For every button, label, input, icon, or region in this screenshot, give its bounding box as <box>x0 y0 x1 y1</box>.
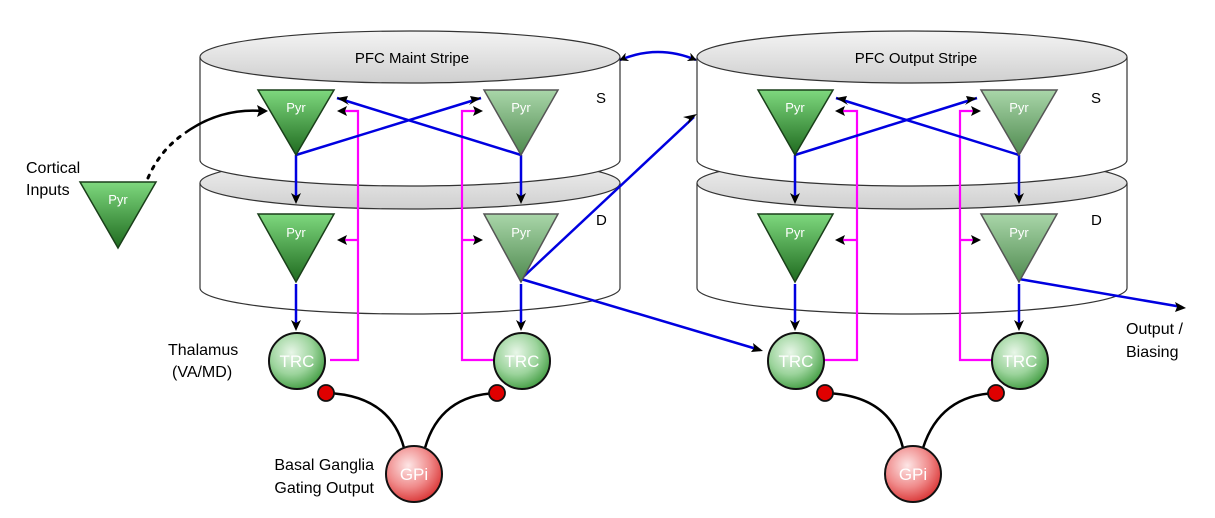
gpi-output: GPi <box>884 445 942 503</box>
loop-maint-left <box>330 109 360 362</box>
trc-output-right: TRC <box>991 332 1049 390</box>
pyr-label: Pyr <box>511 225 531 240</box>
gpi-inhibitory-projections <box>325 391 997 449</box>
loop-output-left <box>823 109 859 362</box>
trc-label: TRC <box>779 352 814 371</box>
pyr-output-deep-right: Pyr <box>979 213 1059 284</box>
thalamus-label-line1: Thalamus <box>168 342 238 359</box>
cortical-inputs-label-line1: Cortical <box>26 160 80 177</box>
pyr-label: Pyr <box>1009 100 1029 115</box>
blue-arrowheads <box>291 96 1186 352</box>
maint-stripe: PFC Maint Stripe S D <box>199 30 621 315</box>
cortical-inputs-label-line2: Inputs <box>26 182 70 199</box>
trc-output-left: TRC <box>767 332 825 390</box>
loop-maint-right <box>460 109 500 362</box>
loop-arrowheads <box>337 106 981 245</box>
cortical-input-projection <box>146 105 268 180</box>
synapse-dot <box>987 384 1005 402</box>
pyramidal-neurons: Pyr Pyr Pyr Pyr Pyr Pyr Pyr <box>78 89 1059 284</box>
gpi-label: GPi <box>899 465 927 484</box>
pyr-output-deep-left: Pyr <box>756 213 835 284</box>
pyr-cortical-input: Pyr <box>78 181 158 250</box>
stripe-link-blue <box>619 50 697 62</box>
pyr-label: Pyr <box>108 192 128 207</box>
basal-ganglia-label-line2: Gating Output <box>274 480 374 497</box>
pyr-maint-deep-left: Pyr <box>256 213 336 284</box>
synapse-dot <box>488 384 506 402</box>
pyr-label: Pyr <box>785 100 805 115</box>
blue-projections <box>294 96 1183 352</box>
gpi-label: GPi <box>400 465 428 484</box>
output-biasing-label-line1: Output / <box>1126 321 1183 338</box>
basal-ganglia-label-line1: Basal Ganglia <box>274 457 374 474</box>
gpi-nodes: GPi GPi <box>385 445 942 503</box>
pyr-label: Pyr <box>286 225 306 240</box>
inhibitory-synapses <box>317 384 1005 402</box>
output-stripe-title: PFC Output Stripe <box>855 50 978 67</box>
trc-label: TRC <box>280 352 315 371</box>
pyr-maint-superficial-left: Pyr <box>256 89 336 157</box>
pyr-label: Pyr <box>286 100 306 115</box>
pyr-label: Pyr <box>1009 225 1029 240</box>
synapse-dot <box>816 384 834 402</box>
maint-superficial-label: S <box>596 90 606 107</box>
pyr-label: Pyr <box>785 225 805 240</box>
trc-maint-left: TRC <box>268 332 326 390</box>
output-deep-label: D <box>1091 212 1102 229</box>
maint-deep-label: D <box>596 212 607 229</box>
annotation-labels: Cortical Inputs Thalamus (VA/MD) Basal G… <box>26 160 1183 497</box>
thalamus-label-line2: (VA/MD) <box>172 364 232 381</box>
pyr-label: Pyr <box>511 100 531 115</box>
pyr-output-superficial-right: Pyr <box>979 89 1059 157</box>
output-superficial-label: S <box>1091 90 1101 107</box>
maint-stripe-title: PFC Maint Stripe <box>355 50 469 67</box>
gpi-maint: GPi <box>385 445 443 503</box>
pyr-maint-deep-right: Pyr <box>482 213 560 284</box>
output-stripe: PFC Output Stripe S D <box>696 30 1128 315</box>
pyr-maint-superficial-right: Pyr <box>482 89 560 157</box>
thalamic-relay-cells: TRC TRC TRC TRC <box>268 332 1049 390</box>
trc-label: TRC <box>505 352 540 371</box>
synapse-dot <box>317 384 335 402</box>
loop-output-right <box>958 109 998 362</box>
trc-maint-right: TRC <box>493 332 551 390</box>
output-biasing-label-line2: Biasing <box>1126 344 1178 361</box>
pyr-output-superficial-left: Pyr <box>756 89 835 157</box>
trc-label: TRC <box>1003 352 1038 371</box>
